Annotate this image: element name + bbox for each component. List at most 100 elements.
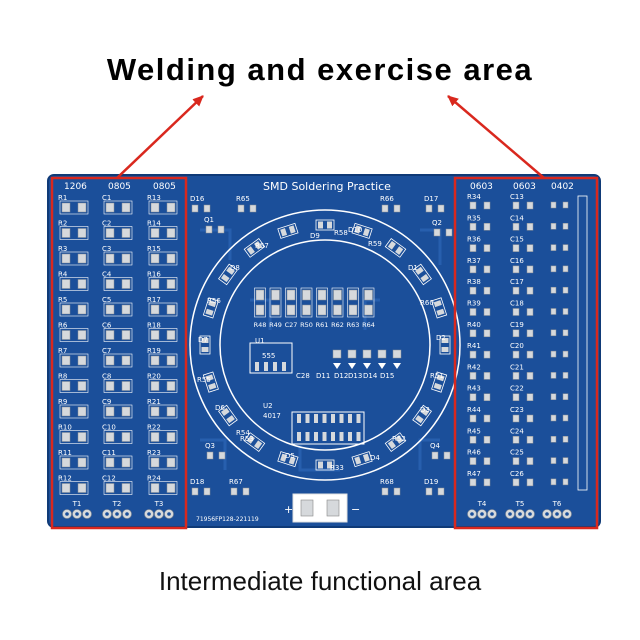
hole: [75, 512, 79, 516]
solder-pad: [77, 483, 87, 493]
hole: [115, 512, 119, 516]
right-highlight-box: [453, 176, 599, 530]
component-outline: [148, 302, 178, 317]
solder-pad: [121, 381, 131, 391]
corner-label: D17: [424, 195, 438, 203]
component-label: C20: [510, 342, 524, 350]
solder-pad: [332, 349, 342, 359]
solder-pad: [121, 355, 131, 366]
component-label: C10: [102, 424, 116, 432]
corner-label: Q2: [432, 219, 442, 227]
solder-pad: [562, 436, 569, 443]
hole: [85, 512, 89, 516]
component-label: R17: [147, 296, 161, 304]
component-label: R16: [147, 271, 161, 279]
solder-pad: [445, 228, 453, 237]
solder-pad: [483, 286, 491, 295]
component-label: R1: [58, 194, 67, 202]
component-label: R35: [467, 214, 481, 222]
solder-pad: [562, 414, 569, 422]
terminal-label: T6: [552, 500, 562, 508]
chip-label-555: 555: [262, 352, 275, 360]
component-outline: [331, 287, 344, 318]
corner-label: R66: [380, 195, 394, 203]
component-outline: [243, 238, 266, 258]
solder-pad: [249, 204, 257, 213]
solder-pad: [512, 350, 520, 359]
solder-pad: [77, 228, 87, 238]
component-label: C5: [102, 296, 111, 304]
ring-component: [351, 222, 373, 239]
solder-pad: [512, 329, 520, 338]
solder-pad: [381, 204, 389, 213]
solder-pad: [420, 407, 430, 416]
solder-pad: [206, 451, 214, 460]
solder-pad: [105, 253, 115, 264]
solder-pad: [166, 330, 176, 340]
solder-pad: [327, 461, 332, 469]
battery-pad-right: [326, 499, 340, 517]
solder-pad: [255, 304, 265, 316]
solder-pad: [550, 265, 557, 273]
component-label: C23: [510, 406, 524, 414]
component-outline: [300, 287, 313, 318]
component-outline: [439, 335, 451, 355]
ring-label: R60: [420, 299, 434, 307]
solder-pad: [205, 225, 213, 234]
ring-component: [199, 335, 211, 355]
solder-pad: [483, 372, 491, 380]
solder-pad: [395, 435, 404, 444]
hole: [555, 512, 559, 516]
solder-pad: [562, 457, 569, 464]
resistor-label: R63: [347, 321, 360, 329]
chip-pin: [264, 362, 268, 371]
solder-pad: [105, 355, 115, 366]
component-outline: [202, 297, 219, 319]
chip-pin: [255, 362, 259, 371]
solder-pad: [61, 202, 71, 213]
solder-pad: [387, 240, 396, 250]
solder-pad: [433, 228, 441, 237]
corner-label: R68: [380, 478, 394, 486]
solder-pad: [483, 244, 491, 252]
solder-pad: [121, 253, 131, 264]
hole: [565, 512, 569, 516]
solder-pad: [512, 393, 520, 401]
component-label: R22: [147, 424, 161, 432]
solder-pad: [526, 414, 534, 423]
solder-pad: [77, 406, 87, 417]
solder-pad: [526, 329, 534, 338]
component-outline: [59, 430, 89, 444]
solder-pad: [550, 350, 557, 358]
component-outline: [59, 379, 89, 393]
solder-pad: [61, 381, 71, 391]
resistor-label: R50: [300, 321, 313, 329]
solder-pad: [121, 330, 131, 340]
resistor-label: R64: [362, 321, 375, 329]
component-label: R7: [58, 347, 67, 355]
component-label: R45: [467, 427, 481, 435]
component-outline: [412, 263, 432, 286]
solder-pad: [550, 436, 557, 443]
solder-pad: [121, 279, 131, 289]
solder-pad: [483, 414, 491, 423]
component-label: R12: [58, 475, 72, 483]
size-label: 0603: [470, 182, 493, 192]
solder-pad: [61, 279, 71, 289]
top-caption: Welding and exercise area: [106, 52, 534, 87]
solder-pad: [288, 225, 296, 234]
solder-pad: [469, 265, 477, 274]
solder-pad: [255, 289, 265, 301]
component-label: C12: [102, 475, 116, 483]
component-outline: [103, 251, 133, 266]
solder-pad: [166, 483, 176, 493]
component-label: R38: [467, 278, 481, 286]
component-label: R34: [467, 193, 481, 201]
solder-pad: [387, 440, 396, 450]
ring-component: [202, 297, 219, 319]
diode-symbol: [348, 363, 356, 369]
solder-pad: [512, 457, 520, 465]
